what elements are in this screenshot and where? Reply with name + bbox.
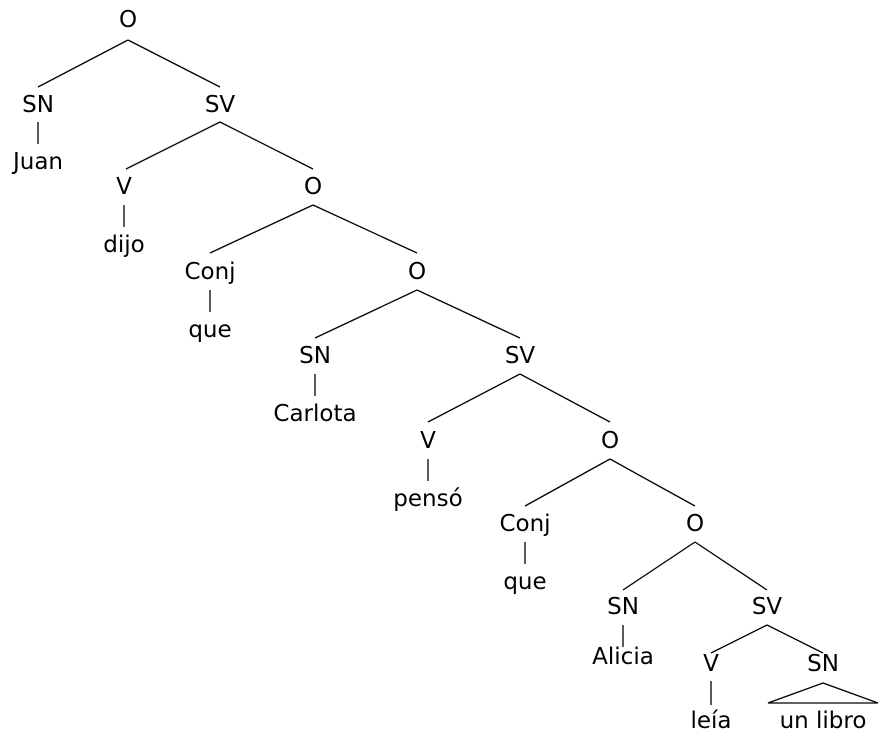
triangle-abbreviation	[767, 682, 879, 704]
word-label: que	[188, 317, 231, 343]
branch	[219, 121, 314, 170]
word-label: pensó	[393, 486, 462, 512]
node-label-sn: SN	[22, 92, 54, 118]
branch	[312, 204, 418, 254]
branch	[622, 541, 696, 591]
node-label-sv: SV	[505, 343, 536, 369]
branch	[209, 204, 314, 254]
node-label-o: O	[304, 174, 322, 200]
node-label-sv: SV	[205, 92, 236, 118]
node-label-o: O	[686, 511, 704, 537]
branch	[37, 39, 129, 88]
branch	[416, 289, 521, 339]
node-label-v: V	[116, 174, 132, 200]
branch	[519, 373, 611, 423]
branch	[766, 624, 824, 654]
tree-branches	[37, 39, 879, 705]
tree-nodes: O SN Juan SV V dijo O Conj que O SN Carl…	[11, 7, 866, 734]
node-label-conj: Conj	[499, 511, 550, 537]
branch	[710, 624, 768, 654]
node-label-o: O	[601, 428, 619, 454]
triangle-phrase-label: un libro	[780, 708, 867, 734]
branch	[609, 458, 696, 507]
node-label-conj: Conj	[184, 259, 235, 285]
node-label-v: V	[703, 651, 719, 677]
branch	[125, 121, 221, 170]
node-label-sn: SN	[607, 594, 639, 620]
node-label-sn: SN	[299, 343, 331, 369]
node-label-o: O	[408, 259, 426, 285]
word-label: Juan	[11, 149, 63, 175]
branch	[694, 541, 768, 591]
word-label: leía	[690, 708, 731, 734]
word-label: Carlota	[273, 401, 356, 427]
node-label-o: O	[119, 7, 137, 33]
word-label: que	[503, 569, 546, 595]
branch	[314, 289, 418, 339]
word-label: dijo	[103, 232, 144, 258]
node-label-sv: SV	[752, 594, 783, 620]
branch	[524, 458, 611, 507]
node-label-sn: SN	[807, 651, 839, 677]
branch	[127, 39, 221, 88]
word-label: Alicia	[592, 644, 654, 670]
node-label-v: V	[420, 428, 436, 454]
branch	[427, 373, 521, 423]
